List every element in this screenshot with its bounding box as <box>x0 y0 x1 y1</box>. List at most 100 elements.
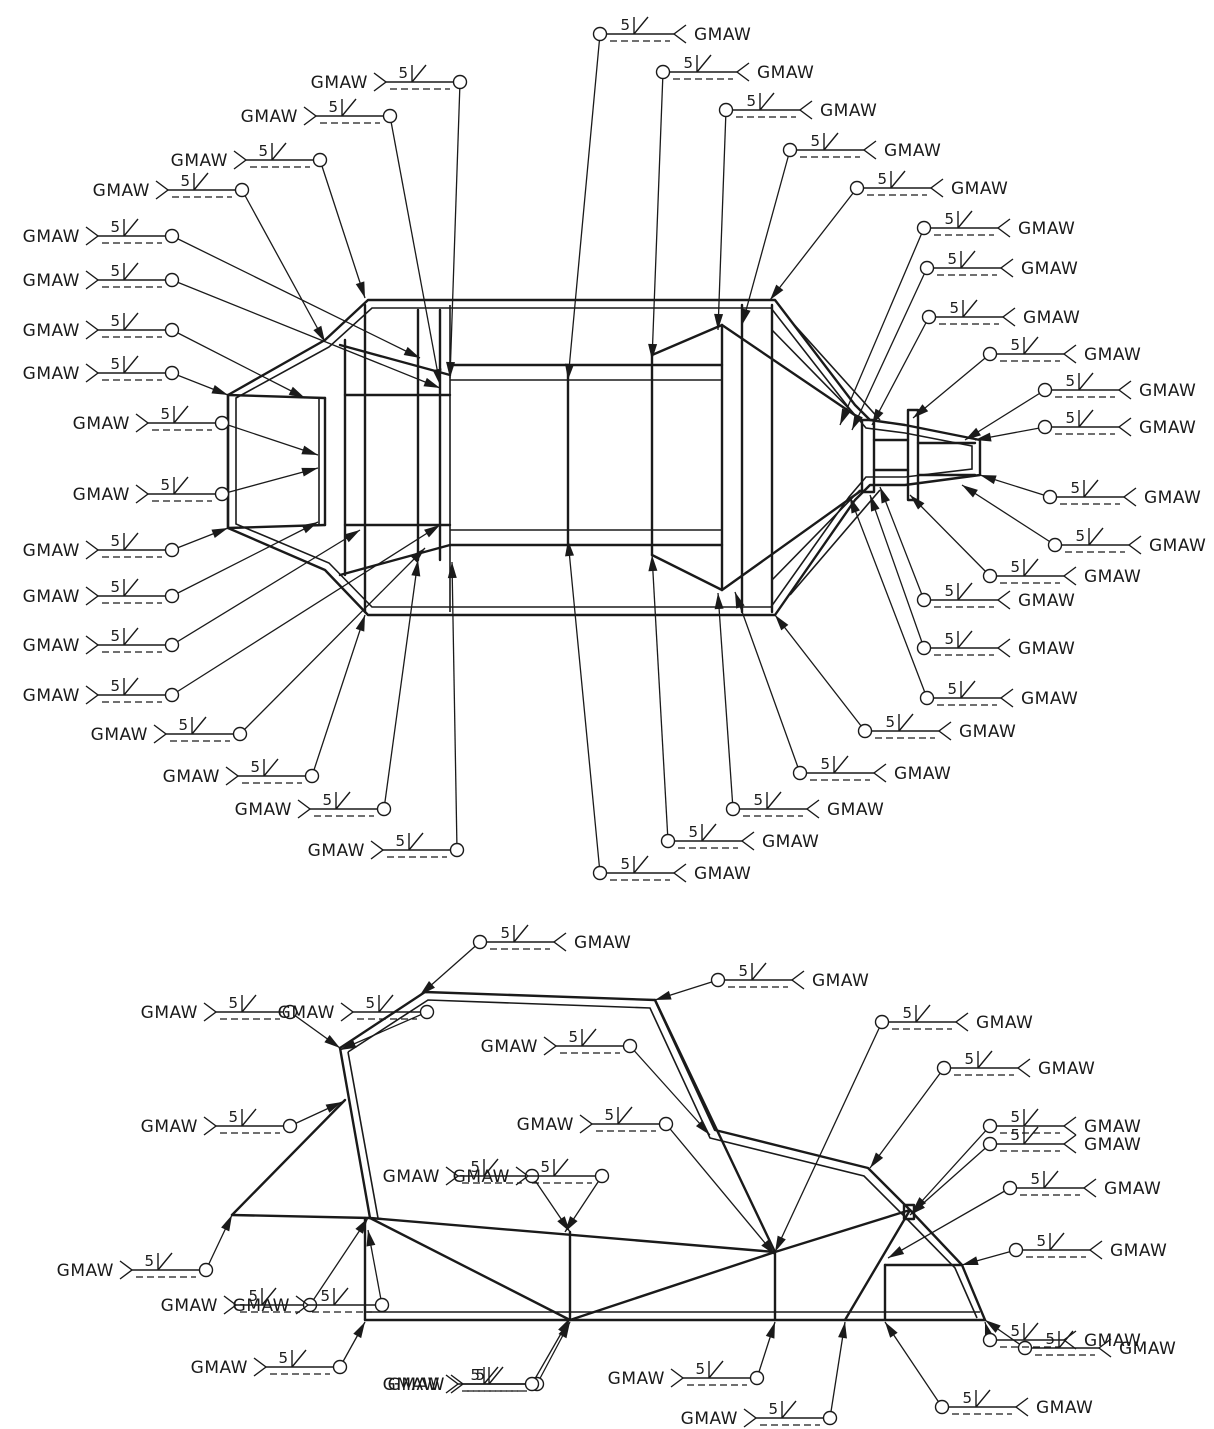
fillet-weld-icon <box>483 1366 499 1385</box>
weld-all-around-icon <box>982 568 998 584</box>
weld-size-label: 5 <box>944 582 954 600</box>
leader-arrow-icon <box>870 1152 884 1168</box>
leader-arrow-icon <box>741 308 751 325</box>
weld-tail-icon <box>1127 535 1142 555</box>
weld-size-label: 5 <box>500 924 510 942</box>
weld-size-label: 5 <box>110 578 120 596</box>
fillet-weld-icon <box>191 716 207 735</box>
weld-process-label: GMAW <box>694 864 751 884</box>
weld-process-label: GMAW <box>1018 219 1075 239</box>
weld-all-around-icon <box>982 1136 998 1152</box>
weld-all-around-icon <box>164 588 180 604</box>
weld-tail-icon <box>552 932 567 952</box>
weld-process-label: GMAW <box>1139 418 1196 438</box>
top-view-front-cross-top <box>226 393 327 400</box>
weld-tail-icon <box>1062 1330 1077 1350</box>
weld-process-label: GMAW <box>681 1409 738 1429</box>
fillet-weld-icon <box>335 791 351 810</box>
weld-all-around-icon <box>1042 489 1058 505</box>
weld-size-label: 5 <box>962 1389 972 1407</box>
weld-tail-icon <box>85 685 100 705</box>
fillet-weld-icon <box>123 677 139 696</box>
fillet-weld-icon <box>333 1287 349 1306</box>
weld-process-label: GMAW <box>694 25 751 45</box>
fillet-weld-icon <box>271 142 287 161</box>
weld-size-label: 5 <box>964 1050 974 1068</box>
leader-arrow-icon <box>353 1322 365 1339</box>
fillet-weld-icon <box>123 578 139 597</box>
weld-process-label: GMAW <box>383 1375 440 1395</box>
weld-process-label: GMAW <box>233 1296 290 1316</box>
weld-tail-icon <box>1016 1058 1031 1078</box>
weld-process-label: GMAW <box>1084 567 1141 587</box>
leader-arrow-icon <box>410 548 425 563</box>
leader-arrow-icon <box>424 525 440 538</box>
weld-all-around-icon <box>916 640 932 656</box>
weld-size-label: 5 <box>110 218 120 236</box>
weld-size-label: 5 <box>568 1028 578 1046</box>
weld-tail-icon <box>543 1036 558 1056</box>
fillet-weld-icon <box>483 1158 499 1177</box>
top-view-rear-diag-top <box>650 323 724 357</box>
weld-tail-icon <box>1062 1134 1077 1154</box>
weld-tail-icon <box>954 1012 969 1032</box>
weld-size-label: 5 <box>810 132 820 150</box>
weld-process-label: GMAW <box>1104 1179 1161 1199</box>
leader-line <box>665 1123 776 1256</box>
fillet-weld-icon <box>341 98 357 117</box>
leader-line <box>311 614 366 777</box>
leader-arrow-icon <box>403 346 420 358</box>
leader-line <box>171 521 319 597</box>
weld-all-around-icon <box>282 1004 298 1020</box>
fillet-weld-icon <box>123 262 139 281</box>
weld-callouts: 5GMAW5GMAW5GMAW5GMAW5GMAW5GMAW5GMAW5GMAW… <box>23 16 1206 1429</box>
leader-arrow-icon <box>714 593 724 610</box>
weld-size-label: 5 <box>949 299 959 317</box>
fillet-weld-icon <box>915 1004 931 1023</box>
leader-line <box>769 187 858 301</box>
weld-process-label: GMAW <box>1018 639 1075 659</box>
weld-all-around-icon <box>382 108 398 124</box>
weld-process-label: GMAW <box>481 1037 538 1057</box>
fillet-weld-icon <box>157 1252 173 1271</box>
fillet-weld-icon <box>957 630 973 649</box>
weld-size-label: 5 <box>178 716 188 734</box>
weld-all-around-icon <box>419 1004 435 1020</box>
weld-tail-icon <box>370 840 385 860</box>
weld-process-label: GMAW <box>894 764 951 784</box>
fillet-weld-icon <box>833 755 849 774</box>
weld-size-label: 5 <box>738 962 748 980</box>
side-view-frame <box>230 990 987 1322</box>
fillet-weld-icon <box>291 1349 307 1368</box>
weld-size-label: 5 <box>620 855 630 873</box>
leader-line <box>171 524 441 696</box>
weld-tail-icon <box>225 766 240 786</box>
weld-size-label: 5 <box>620 16 630 34</box>
leader-line <box>449 81 461 379</box>
weld-size-label: 5 <box>695 1360 705 1378</box>
weld-all-around-icon <box>472 934 488 950</box>
leader-line <box>241 189 326 343</box>
leader-arrow-icon <box>420 981 435 995</box>
weld-size-label: 5 <box>248 1287 258 1305</box>
weld-size-label: 5 <box>1010 1322 1020 1340</box>
weld-all-around-icon <box>234 182 250 198</box>
fillet-weld-icon <box>1023 558 1039 577</box>
fillet-weld-icon <box>261 1287 277 1306</box>
weld-process-label: GMAW <box>57 1261 114 1281</box>
weld-tail-icon <box>303 106 318 126</box>
side-view-roof-line <box>338 990 987 1322</box>
leader-line <box>221 467 319 495</box>
weld-tail-icon <box>340 1002 355 1022</box>
fillet-weld-icon <box>1023 336 1039 355</box>
